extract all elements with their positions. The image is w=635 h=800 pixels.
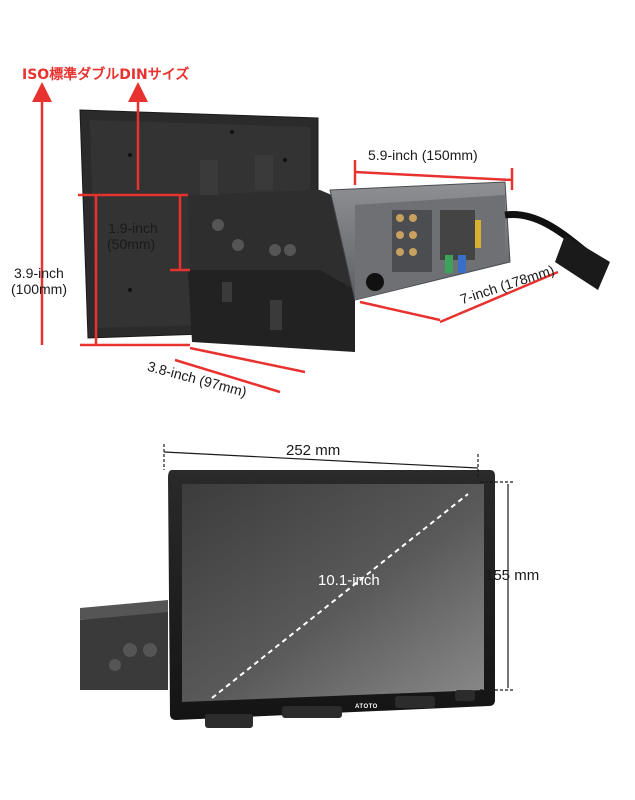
diagonal-line (211, 493, 469, 699)
diagonal-size-label: 10.1-inch (318, 572, 380, 589)
chassis (188, 155, 355, 352)
side-chassis (80, 600, 168, 690)
brand-logo: ATOTO (355, 704, 378, 710)
black-dimensions (163, 444, 515, 691)
screen-width-label: 252 mm (286, 442, 341, 459)
height-label: 3.9-inch (14, 265, 64, 281)
depth-front-mm-label: (50mm) (107, 236, 156, 252)
metal-housing (329, 181, 610, 301)
height-mm-label: (100mm) (11, 281, 68, 297)
width-top-label: 5.9-inch (150mm) (368, 147, 478, 163)
iso-size-title: ISO標準ダブルDINサイズ (22, 67, 190, 83)
depth-front-label: 1.9-inch (108, 220, 158, 236)
red-dimensions (32, 82, 559, 394)
screen-height-label: 155 mm (485, 567, 540, 584)
screen-unit (168, 470, 495, 728)
